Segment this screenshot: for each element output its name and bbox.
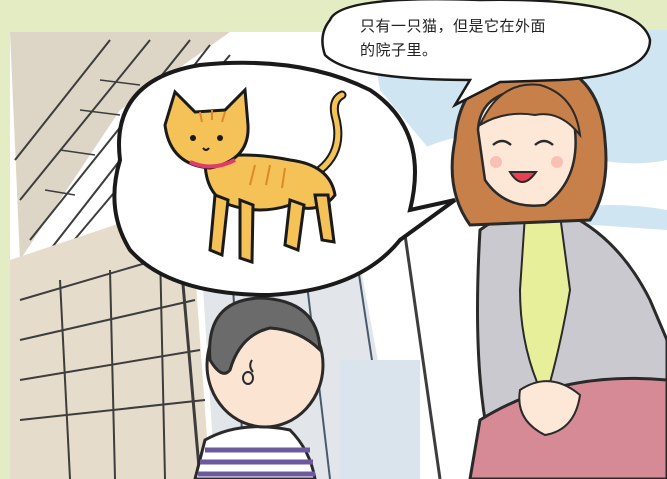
- woman-character: [450, 58, 667, 479]
- cat-illustration: [163, 86, 347, 265]
- speech-bubble-text: 只有一只猫，但是它在外面 的院子里。: [360, 14, 610, 62]
- speech-line-2: 的院子里。: [360, 41, 438, 59]
- boy-character: [193, 296, 325, 479]
- speech-line-1: 只有一只猫，但是它在外面: [360, 17, 547, 35]
- speech-bubble: [321, 0, 652, 109]
